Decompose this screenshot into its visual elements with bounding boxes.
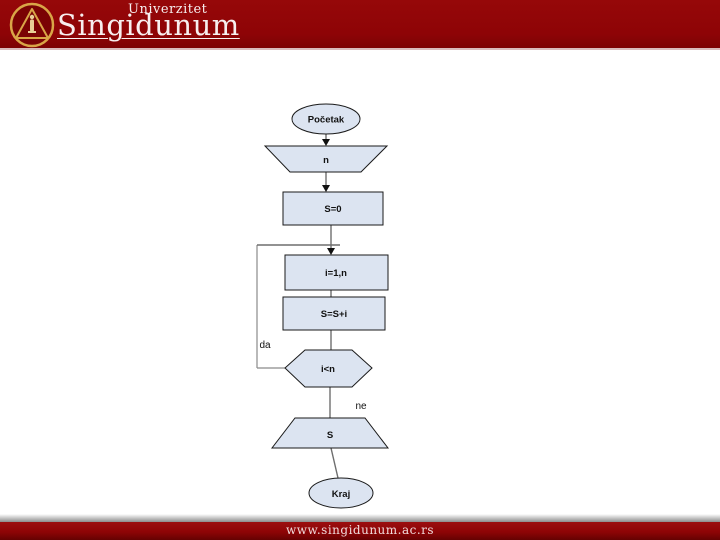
edge-label-ne: ne (355, 401, 367, 412)
edge-input-to-init (322, 172, 330, 192)
edge-init-to-loop-header (327, 225, 335, 255)
flow-node-start: Početak (291, 103, 361, 135)
flow-node-loop-header: i=1,n (284, 254, 389, 291)
svg-text:Kraj: Kraj (332, 489, 350, 500)
edge-start-to-input (322, 134, 330, 146)
svg-text:S: S (327, 430, 333, 441)
university-logo-icon (9, 2, 55, 48)
flow-node-output-s: S (270, 417, 390, 449)
header-band: Univerzitet Singidunum (0, 0, 720, 50)
svg-text:S=0: S=0 (324, 204, 341, 215)
slide-content: da ne Početak n S=0 i=1,n S=S+i i<n (0, 52, 720, 514)
brand-name: Singidunum (57, 8, 240, 42)
footer-band: www.singidunum.ac.rs (0, 522, 720, 540)
footer-website: www.singidunum.ac.rs (285, 523, 435, 537)
flow-node-accumulate: S=S+i (282, 296, 386, 331)
svg-text:n: n (323, 155, 329, 166)
flowchart: da ne Početak n S=0 i=1,n S=S+i i<n (256, 103, 390, 509)
svg-text:i<n: i<n (321, 364, 335, 375)
svg-text:Početak: Početak (308, 115, 345, 126)
flow-node-input-n: n (263, 145, 389, 173)
flow-node-init-sum: S=0 (282, 191, 384, 226)
edge-loop-back (256, 244, 340, 369)
svg-text:S=S+i: S=S+i (321, 309, 347, 320)
flow-node-loop-condition: i<n (284, 349, 373, 388)
footer-separator (0, 514, 720, 522)
flow-node-end: Kraj (308, 477, 374, 509)
svg-text:i=1,n: i=1,n (325, 268, 347, 279)
edge-output-to-end (330, 447, 339, 479)
brand-university-label: Univerzitet (128, 2, 208, 17)
edge-label-da: da (259, 340, 271, 351)
